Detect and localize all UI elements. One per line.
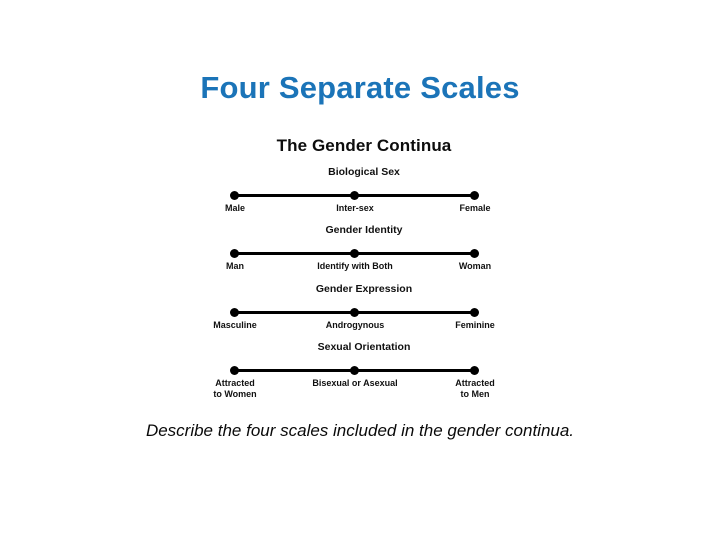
scale-label-center-line1: Identify with Both (317, 261, 393, 271)
scale-row: Biological Sex Male Inter-sex Female (198, 166, 530, 224)
scale-name: Sexual Orientation (317, 341, 411, 353)
scale-label-left-line1: Man (226, 261, 244, 271)
scale-label-left: Masculine (175, 320, 295, 331)
gender-continua-diagram: The Gender Continua Biological Sex Male … (198, 128, 530, 413)
scale-midpoint-dot (350, 191, 359, 200)
scale-label-left-line1: Male (224, 203, 245, 213)
scale-label-center-line1: Bisexual or Asexual (312, 378, 398, 388)
scale-label-right-line1: Feminine (455, 320, 495, 330)
scale-label-right: Feminine (415, 320, 535, 331)
scale-label-right: Female (415, 203, 535, 214)
scale-endpoint-dot-right (470, 191, 479, 200)
scale-label-right: Woman (415, 261, 535, 272)
scale-label-right-line2: to Men (460, 389, 490, 399)
scale-label-center-line1: Androgynous (325, 320, 385, 330)
scale-label-left: Man (175, 261, 295, 272)
scale-row: Gender Expression Masculine Androgynous … (198, 283, 530, 341)
scale-label-left: Male (175, 203, 295, 214)
scale-label-left-line1: Attracted (215, 378, 255, 388)
scale-label-right: Attracted to Men (415, 378, 535, 400)
slide-caption: Describe the four scales included in the… (145, 421, 575, 440)
scale-endpoint-dot-left (230, 308, 239, 317)
scale-name: Biological Sex (328, 166, 400, 178)
scale-row: Sexual Orientation Attracted to Women Bi… (198, 341, 530, 399)
scale-label-center: Androgynous (295, 320, 415, 331)
scale-label-left: Attracted to Women (175, 378, 295, 400)
page-title: Four Separate Scales (200, 70, 520, 105)
scale-endpoint-dot-left (230, 366, 239, 375)
scale-endpoint-dot-right (470, 308, 479, 317)
scale-midpoint-dot (350, 249, 359, 258)
scale-endpoint-dot-left (230, 191, 239, 200)
scale-name: Gender Identity (325, 224, 403, 236)
scale-label-right-line1: Attracted (455, 378, 495, 388)
scale-label-right-line1: Woman (458, 261, 492, 271)
scale-label-left-line1: Masculine (213, 320, 257, 330)
scale-label-center-line1: Inter-sex (336, 203, 374, 213)
scale-midpoint-dot (350, 308, 359, 317)
scale-endpoint-dot-right (470, 366, 479, 375)
scale-label-center: Bisexual or Asexual (295, 378, 415, 389)
scale-name: Gender Expression (315, 283, 413, 295)
scale-endpoint-dot-left (230, 249, 239, 258)
scale-midpoint-dot (350, 366, 359, 375)
scale-endpoint-dot-right (470, 249, 479, 258)
scale-label-right-line1: Female (459, 203, 491, 213)
scale-label-center: Inter-sex (295, 203, 415, 214)
scale-label-center: Identify with Both (295, 261, 415, 272)
diagram-title: The Gender Continua (276, 136, 452, 155)
scale-row: Gender Identity Man Identify with Both W… (198, 224, 530, 282)
scale-label-left-line2: to Women (213, 389, 257, 399)
